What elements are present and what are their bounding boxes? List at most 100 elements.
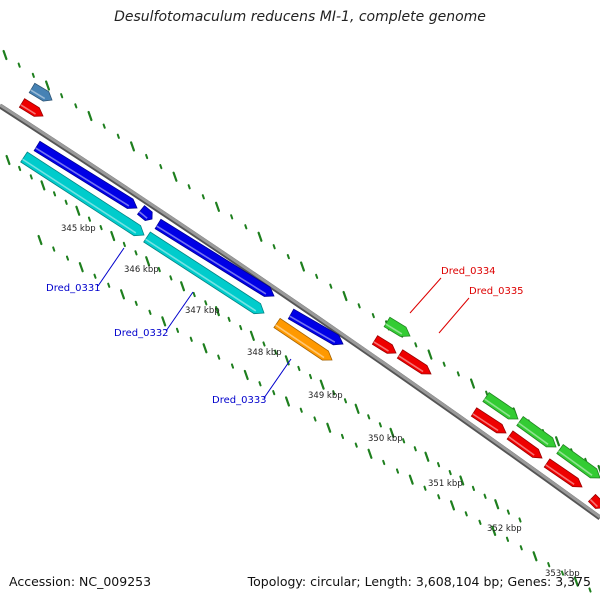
tick-mark	[427, 349, 433, 360]
tick-mark	[573, 576, 579, 587]
tick-mark	[491, 525, 497, 536]
tick-mark	[37, 234, 43, 246]
reverse-cds-feature	[543, 458, 583, 488]
tick-mark	[74, 103, 78, 109]
steelblue-feature	[28, 82, 53, 102]
tick-mark	[52, 246, 56, 252]
tick-mark	[494, 499, 500, 510]
tick-mark	[64, 199, 68, 205]
map-title: Desulfotomaculum reducens MI-1, complete…	[114, 9, 486, 25]
forward-cds-feature	[154, 218, 275, 297]
tick-mark	[119, 289, 126, 300]
tick-mark	[342, 290, 348, 302]
tick-mark	[424, 451, 430, 462]
reverse-orf-feature	[516, 415, 557, 448]
tick-mark	[78, 262, 84, 273]
tick-mark	[442, 361, 446, 367]
tick-mark	[243, 369, 249, 381]
tick-mark	[159, 164, 163, 170]
tick-mark	[65, 255, 70, 261]
tick-mark	[239, 324, 243, 331]
tick-mark	[244, 224, 248, 230]
tick-mark	[471, 485, 476, 491]
tick-mark	[161, 316, 167, 327]
tick-mark	[478, 519, 482, 525]
tick-mark	[597, 464, 600, 474]
tick-mark	[230, 363, 235, 369]
tick-mark	[402, 438, 406, 444]
tick-mark	[44, 80, 51, 91]
tick-mark	[187, 184, 191, 190]
tick-mark	[249, 330, 255, 341]
gene-label[interactable]: Dred_0332	[114, 328, 169, 339]
tick-mark	[408, 474, 414, 485]
tick-mark	[456, 371, 460, 377]
backbone	[0, 103, 600, 521]
tick-mark	[204, 300, 208, 306]
scale-label: 348 kbp	[247, 348, 282, 358]
tick-mark	[274, 349, 278, 355]
forward-cds-feature	[287, 308, 344, 346]
tick-mark	[506, 509, 510, 515]
tick-mark	[122, 241, 126, 248]
scale-label: 350 kbp	[368, 434, 403, 444]
forward-cds-feature	[33, 140, 138, 209]
tick-mark	[102, 123, 106, 129]
tick-mark	[148, 309, 152, 315]
tick-mark	[2, 49, 8, 61]
tick-mark	[169, 275, 173, 281]
tick-mark	[299, 407, 303, 413]
tick-mark	[423, 485, 427, 491]
tick-mark	[40, 180, 46, 191]
tick-mark	[214, 306, 220, 317]
tick-mark	[60, 93, 64, 99]
tick-mark	[189, 336, 193, 342]
orange-feature	[273, 317, 333, 361]
scale-label: 352 kbp	[487, 524, 522, 534]
tick-mark	[389, 427, 395, 438]
tick-mark	[450, 500, 455, 511]
tick-mark	[378, 422, 382, 428]
gene-label[interactable]: Dred_0331	[46, 283, 101, 294]
tick-mark	[519, 545, 523, 551]
tick-mark	[357, 303, 361, 309]
tick-mark	[547, 562, 551, 568]
gene-label[interactable]: Dred_0335	[469, 286, 524, 297]
tick-mark	[285, 396, 290, 407]
gene-label[interactable]: Dred_0333	[212, 395, 267, 406]
tick-mark	[326, 422, 332, 433]
reverse-orf-feature	[383, 316, 411, 337]
features	[18, 82, 600, 509]
tick-mark	[116, 133, 120, 139]
tick-mark	[110, 230, 116, 242]
tick-mark	[93, 273, 97, 279]
tick-mark	[518, 517, 522, 523]
tick-mark	[413, 446, 417, 452]
tick-mark	[215, 201, 220, 212]
reverse-cds-feature	[506, 430, 543, 459]
gene-label[interactable]: Dred_0334	[441, 266, 496, 277]
scale-label: 347 kbp	[185, 306, 220, 316]
tick-mark	[315, 273, 319, 279]
tick-mark	[192, 291, 196, 298]
tick-mark	[286, 254, 290, 260]
forward-cds-feature	[136, 205, 153, 222]
tick-mark	[483, 493, 487, 499]
tick-mark	[17, 62, 21, 68]
tick-mark	[202, 343, 208, 354]
tick-mark	[52, 191, 57, 197]
tick-mark	[297, 365, 301, 372]
tick-mark	[343, 398, 348, 404]
tick-mark	[319, 379, 325, 390]
tick-mark	[340, 433, 345, 440]
tick-mark	[272, 244, 276, 250]
tick-mark	[230, 214, 234, 220]
tick-mark	[300, 261, 305, 272]
forward-orf-feature	[143, 231, 265, 315]
gene-leader-line	[409, 277, 442, 314]
tick-mark	[371, 313, 375, 319]
scale-label: 345 kbp	[61, 224, 96, 234]
tick-mark	[145, 256, 151, 267]
tick-mark	[18, 165, 22, 172]
tick-mark	[532, 551, 538, 562]
